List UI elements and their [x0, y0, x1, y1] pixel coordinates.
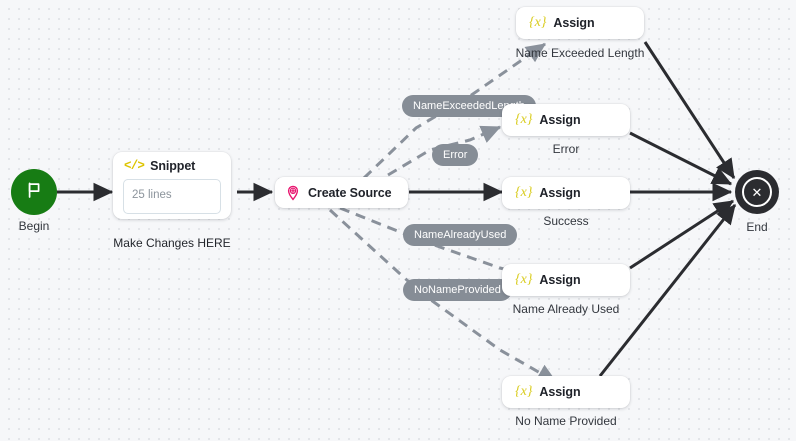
- assign-node-title: Assign: [539, 186, 581, 200]
- assign-success-caption: Success: [543, 214, 589, 228]
- snippet-header: </> Snippet: [113, 152, 231, 173]
- assign-name-exceeded-length-node[interactable]: {x} Assign: [516, 7, 644, 39]
- close-x-icon: ✕: [751, 184, 763, 200]
- begin-node-caption: Begin: [18, 219, 50, 233]
- assign-row: {x} Assign: [502, 376, 630, 408]
- variable-assign-icon: {x}: [515, 185, 533, 200]
- assign-row: {x} Assign: [516, 7, 644, 39]
- snippet-node-caption: Make Changes HERE: [113, 236, 231, 250]
- variable-assign-icon: {x}: [515, 272, 533, 287]
- assign-node-title: Assign: [539, 273, 581, 287]
- transition-label-no-name-provided[interactable]: NoNameProvided: [403, 279, 512, 301]
- variable-assign-icon: {x}: [529, 15, 547, 30]
- variable-assign-icon: {x}: [515, 112, 533, 127]
- end-node[interactable]: ✕: [735, 170, 779, 214]
- edge-error-to-end: [629, 131, 733, 186]
- assign-no-name-provided-caption: No Name Provided: [515, 414, 617, 428]
- assign-name-already-used-node[interactable]: {x} Assign: [502, 264, 630, 296]
- assign-error-node[interactable]: {x} Assign: [502, 104, 630, 136]
- assign-error-caption: Error: [552, 142, 580, 156]
- assign-node-title: Assign: [539, 113, 581, 127]
- assign-node-title: Assign: [553, 16, 595, 30]
- edge-name-already-used-to-end: [629, 199, 735, 270]
- code-snippet-icon: </>: [124, 159, 145, 173]
- assign-no-name-provided-node[interactable]: {x} Assign: [502, 376, 630, 408]
- variable-assign-icon: {x}: [515, 384, 533, 399]
- assign-success-node[interactable]: {x} Assign: [502, 177, 630, 209]
- snippet-node[interactable]: </> Snippet 25 lines: [113, 152, 231, 219]
- assign-row: {x} Assign: [502, 264, 630, 296]
- create-source-row: Create Source: [275, 177, 408, 208]
- map-pin-plus-icon: [285, 185, 301, 201]
- flag-icon: [24, 180, 44, 205]
- edge-name-exceeded-length-to-end: [643, 41, 736, 180]
- transition-label-error[interactable]: Error: [432, 144, 479, 166]
- create-source-node[interactable]: Create Source: [275, 177, 408, 208]
- assign-name-exceeded-length-caption: Name Exceeded Length: [515, 46, 645, 60]
- snippet-node-title: Snippet: [150, 159, 196, 173]
- snippet-code-box[interactable]: 25 lines: [123, 179, 221, 214]
- snippet-line-count: 25 lines: [132, 189, 172, 201]
- end-node-ring: ✕: [742, 177, 772, 207]
- assign-row: {x} Assign: [502, 104, 630, 136]
- assign-row: {x} Assign: [502, 177, 630, 209]
- assign-name-already-used-caption: Name Already Used: [512, 302, 620, 316]
- begin-node[interactable]: [11, 169, 57, 215]
- transition-label-name-already-used[interactable]: NameAlreadyUsed: [403, 224, 518, 246]
- create-source-node-title: Create Source: [308, 185, 392, 200]
- end-node-caption: End: [746, 220, 768, 234]
- assign-node-title: Assign: [539, 385, 581, 399]
